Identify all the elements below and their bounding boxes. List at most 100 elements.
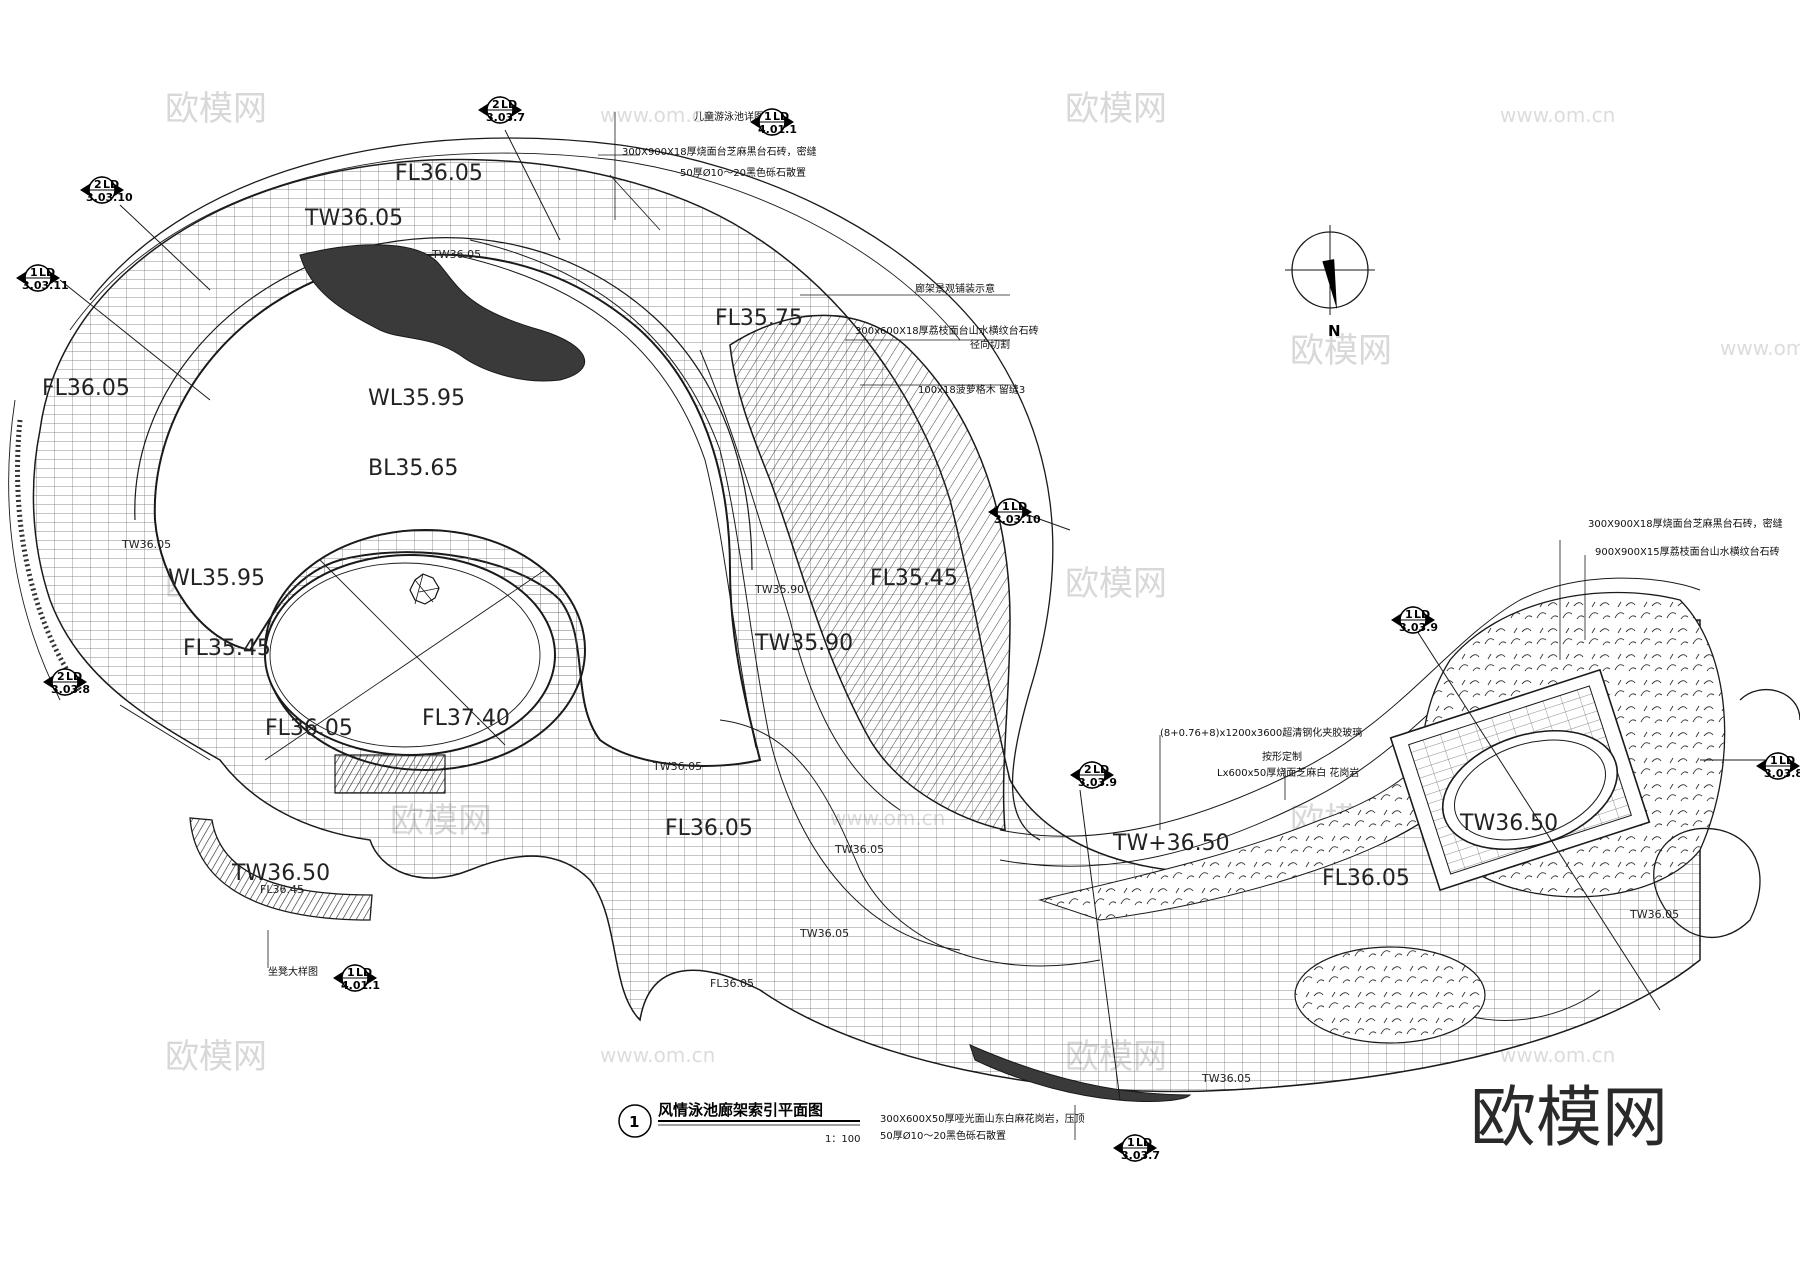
tag-sheet: 4.01.1 <box>758 123 797 136</box>
material-note: 100x18菠萝格木 留缝3 <box>918 383 1025 396</box>
tag-code: LD <box>103 178 119 191</box>
watermark-url: www.om.cn <box>600 103 715 127</box>
section-tag[interactable]: 2 LD 3.03.10 <box>80 176 133 204</box>
tag-sheet: 3.03.10 <box>86 191 133 204</box>
section-tag[interactable]: 2 LD 3.03.7 <box>478 96 525 124</box>
tag-num: 1 <box>347 966 355 979</box>
material-note: 900X900X15厚荔枝面台山水横纹台石砖 <box>1595 545 1780 558</box>
tag-sheet: 3.03.11 <box>22 279 69 292</box>
section-tag[interactable]: 2 LD 3.03.9 <box>1070 761 1117 789</box>
elevation-label: FL36.05 <box>395 161 483 186</box>
elevation-label: FL36.05 <box>42 376 130 401</box>
tag-code: LD <box>356 966 372 979</box>
elevation-label: FL35.45 <box>183 636 271 661</box>
tag-sheet: 3.03.8 <box>1764 767 1800 780</box>
tag-code: LD <box>1136 1136 1152 1149</box>
elevation-label: FL37.40 <box>422 706 510 731</box>
elevation-label: TW35.90 <box>754 631 853 656</box>
material-note: 300X600X50厚哑光面山东白麻花岗岩，压顶 <box>880 1112 1085 1125</box>
elevation-label: BL35.65 <box>368 456 458 481</box>
section-tag[interactable]: 1 LD 3.03.10 <box>988 498 1041 526</box>
elevation-label: FL36.05 <box>1322 866 1410 891</box>
watermark-url: www.om.cn <box>1500 1043 1615 1067</box>
tag-code: LD <box>501 98 517 111</box>
section-tag[interactable]: 1 LD 3.03.8 <box>1756 752 1800 780</box>
section-tag[interactable]: 2 LD 3.03.8 <box>43 668 90 696</box>
elevation-label: FL36.05 <box>265 716 353 741</box>
tag-num: 2 <box>57 670 65 683</box>
elevation-label: FL35.45 <box>870 566 958 591</box>
bench-arc <box>189 817 373 921</box>
watermark-brand: 欧模网 <box>165 1037 267 1077</box>
elevation-label-small: TW35.90 <box>754 583 804 596</box>
material-note: 50厚Ø10～20黑色砾石散置 <box>880 1129 1006 1142</box>
material-note: 径向切割 <box>970 338 1010 351</box>
swimming-pool <box>134 237 762 767</box>
watermark-brand: 欧模网 <box>1065 89 1167 129</box>
title-scale: 1：100 <box>825 1134 860 1145</box>
tag-num: 1 <box>764 110 772 123</box>
section-tag[interactable]: 1 LD 3.03.11 <box>16 264 69 292</box>
watermark-url: www.om.cn <box>600 1043 715 1067</box>
elevation-label-small: FL36.05 <box>710 977 754 990</box>
material-notes: 儿童游泳池详图 300X900X18厚烧面台芝麻黑台石砖，密缝 50厚Ø10～2… <box>268 110 1783 1142</box>
north-label: N <box>1328 322 1341 340</box>
tag-num: 1 <box>1127 1136 1135 1149</box>
elevation-label: WL35.95 <box>368 386 465 411</box>
tag-sheet: 4.01.1 <box>341 979 380 992</box>
tag-num: 1 <box>1405 608 1413 621</box>
tag-code: LD <box>1414 608 1430 621</box>
tag-num: 1 <box>1770 754 1778 767</box>
tag-sheet: 3.03.8 <box>51 683 90 696</box>
tag-sheet: 3.03.7 <box>1121 1149 1160 1162</box>
material-note: 按形定制 <box>1262 750 1302 763</box>
title-text: 风情泳池廊架索引平面图 <box>658 1101 823 1119</box>
material-note: 廊架景观铺装示意 <box>915 282 995 295</box>
oval-platform <box>264 529 586 794</box>
watermark-corner-brand: 欧模网 <box>1470 1079 1668 1156</box>
material-note: 300X900X18厚烧面台芝麻黑台石砖，密缝 <box>1588 517 1783 530</box>
section-tag[interactable]: 1 LD 3.03.7 <box>1113 1134 1160 1162</box>
elevation-label: FL35.75 <box>715 306 803 331</box>
elevation-label-small: FL36.45 <box>260 883 304 896</box>
elevation-label-small: TW36.05 <box>652 760 702 773</box>
elevation-label: TW36.05 <box>304 206 403 231</box>
tag-num: 1 <box>1002 500 1010 513</box>
tag-sheet: 3.03.9 <box>1078 776 1117 789</box>
elevation-label-small: TW36.05 <box>121 538 171 551</box>
tag-code: LD <box>1779 754 1795 767</box>
tag-code: LD <box>39 266 55 279</box>
tag-code: LD <box>1011 500 1027 513</box>
tag-num: 2 <box>1084 763 1092 776</box>
elevation-label: TW36.50 <box>1459 811 1558 836</box>
tag-sheet: 3.03.10 <box>994 513 1041 526</box>
square-feature <box>1389 668 1651 892</box>
tag-sheet: 3.03.7 <box>486 111 525 124</box>
elevation-label-small: TW36.05 <box>799 927 849 940</box>
elevation-label-small: TW36.05 <box>431 248 481 261</box>
north-arrow: N <box>1285 225 1375 340</box>
material-note: 儿童游泳池详图 <box>694 110 764 123</box>
section-tag[interactable]: 1 LD 3.03.9 <box>1391 606 1438 634</box>
elevation-label-small: TW36.05 <box>1629 908 1679 921</box>
tag-sheet: 3.03.9 <box>1399 621 1438 634</box>
tag-code: LD <box>1093 763 1109 776</box>
section-tag[interactable]: 1 LD 4.01.1 <box>333 964 380 992</box>
tag-num: 2 <box>94 178 102 191</box>
elevation-label-small: TW36.05 <box>1201 1072 1251 1085</box>
elevation-label: WL35.95 <box>168 566 265 591</box>
tag-code: LD <box>773 110 789 123</box>
elevation-labels: FL36.05 TW36.05 FL36.05 WL35.95 BL35.65 … <box>42 161 1679 1085</box>
material-note: 坐凳大样图 <box>268 965 318 978</box>
material-note: Lx600x50厚烧面芝麻白 花岗岩 <box>1217 766 1359 779</box>
tag-num: 1 <box>30 266 38 279</box>
elevation-label: TW+36.50 <box>1112 831 1230 856</box>
material-note: 50厚Ø10～20黑色砾石散置 <box>680 166 806 179</box>
material-note: 300x600X18厚荔枝面台山水横纹台石砖 <box>855 324 1039 337</box>
section-lines <box>59 129 1770 1101</box>
title-number: 1 <box>629 1113 639 1131</box>
section-tag[interactable]: 1 LD 4.01.1 <box>750 108 797 136</box>
right-pods <box>1653 689 1800 939</box>
section-index-tags: 2 LD 3.03.7 2 LD 3.03.10 1 LD 3.03.11 2 … <box>16 96 1800 1162</box>
